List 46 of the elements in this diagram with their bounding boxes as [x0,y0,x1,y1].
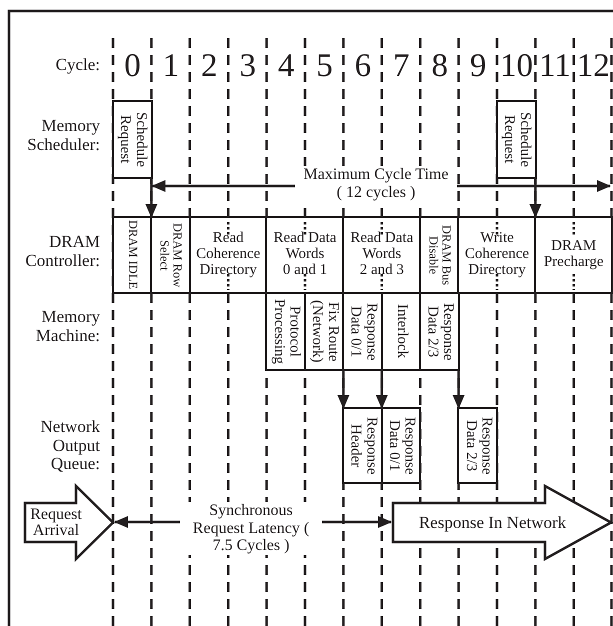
timeline-cell: DRAM Row Select [150,216,192,294]
row-label: Network Output Queue: [40,418,100,474]
cycle-number: 7 [392,50,411,83]
process-box: Schedule Request [496,100,537,180]
block-arrow [24,485,114,560]
timeline-cell: Write Coherence Directory [457,216,537,294]
cycle-number: 6 [354,50,372,83]
timeline-cell: Read Data Words 2 and 3 [342,216,422,294]
timeline-cell: Protocol Processing [265,292,306,372]
cycle-number: 0 [123,50,142,83]
cycle-number: 3 [238,50,257,83]
cycle-number: 2 [200,50,219,83]
cycle-number: 8 [430,50,449,83]
timeline-cell: Fix Route (Network) [304,292,345,372]
edge-label: Maximum Cycle Time ( 12 cycles ) [295,166,457,202]
row-label: Memory Machine: [34,308,100,346]
cycle-number: 11 [538,50,572,83]
queue-cell: Response Data 0/1 [380,406,422,484]
cycle-number: 1 [162,50,180,83]
timeline-cell: Response Data 2/3 [418,292,460,372]
timeline-cell: DRAM IDLE [112,216,153,294]
arrow-label: Request Arrival [29,505,83,540]
cycle-number: 4 [276,50,296,83]
timeline-cell: Interlock [380,292,422,372]
row-label: Memory Scheduler: [26,117,100,154]
edge-label: Synchronous Request Latency ( 7.5 Cycles ) [180,502,322,555]
arrow [529,178,542,218]
row-label: Cycle: [54,56,100,75]
arrow-label: Response In Network [418,512,568,534]
arrow [452,370,465,409]
arrow [337,370,350,409]
cycle-number: 9 [468,50,488,83]
process-box: Schedule Request [112,100,153,180]
timeline-cell: Read Data Words 0 and 1 [265,216,345,294]
timeline-cell: DRAM Precharge [534,216,613,294]
cycle-number: 5 [315,50,334,83]
timeline-cell: Read Coherence Directory [188,216,268,294]
cycle-number: 10 [500,50,533,83]
arrow [376,370,388,409]
queue-cell: Response Header [342,406,384,484]
block-arrow [392,485,612,560]
arrow [145,178,158,218]
cycle-number: 12 [576,50,610,83]
queue-cell: Response Data 2/3 [457,406,498,484]
row-label: DRAM Controller: [24,233,100,270]
timeline-cell: Response Data 0/1 [342,292,384,372]
